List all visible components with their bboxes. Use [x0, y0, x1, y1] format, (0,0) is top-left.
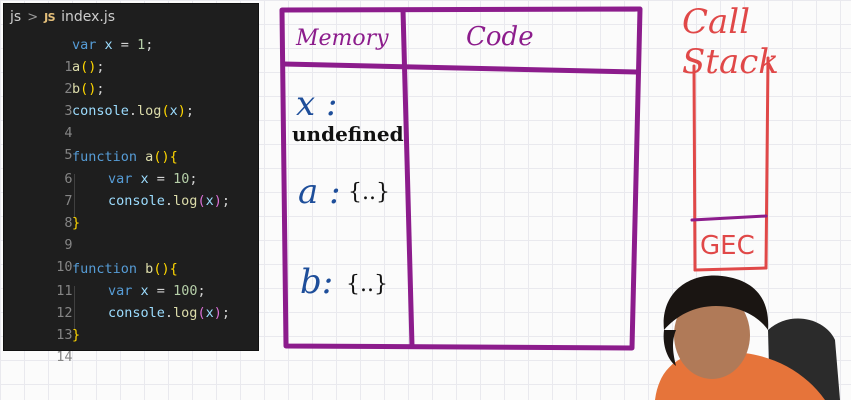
line-number: 3 — [64, 103, 73, 119]
code-text: console.log(x); — [72, 103, 194, 119]
code-line[interactable]: 9 } — [4, 212, 258, 253]
call-stack-title: Call Stack — [682, 2, 779, 82]
code-text: function a(){ — [72, 149, 178, 165]
table-border — [279, 6, 643, 351]
memory-value-x: undefined — [292, 122, 404, 146]
breadcrumb-folder[interactable]: js — [10, 9, 22, 25]
code-text: console.log(x); — [108, 193, 230, 209]
memory-var-x: x : — [296, 84, 338, 124]
line-number: 6 — [64, 171, 73, 187]
line-number: 1 — [64, 59, 73, 75]
execution-context-table — [279, 6, 643, 351]
memory-value-b: {..} — [346, 272, 388, 297]
memory-header: Memory — [296, 26, 389, 51]
line-number: 8 — [64, 215, 73, 231]
code-line[interactable]: 1 var x = 1; — [4, 34, 258, 75]
line-number: 13 — [56, 327, 73, 343]
whiteboard-drawings — [279, 6, 840, 400]
line-number: 12 — [56, 305, 73, 321]
code-text: console.log(x); — [108, 305, 230, 321]
line-number: 10 — [56, 259, 73, 275]
line-number: 5 — [64, 147, 73, 163]
breadcrumb-separator: > — [27, 9, 39, 25]
code-header: Code — [466, 22, 534, 52]
code-text: b(); — [72, 81, 105, 97]
code-text: var x = 10; — [108, 171, 198, 187]
memory-value-a: {..} — [348, 180, 390, 205]
line-number: 11 — [56, 283, 73, 299]
line-number: 4 — [64, 125, 73, 141]
code-line[interactable]: 10 — [4, 234, 258, 275]
code-line[interactable]: 14 } — [4, 324, 258, 365]
call-stack-left-wall — [692, 64, 697, 272]
code-text: } — [72, 215, 81, 231]
code-text: var x = 1; — [72, 37, 154, 53]
breadcrumb-file[interactable]: index.js — [61, 9, 116, 25]
code-line[interactable]: 7 var x = 10; — [4, 168, 258, 209]
code-line[interactable]: 5 — [4, 122, 258, 163]
code-text: var x = 100; — [108, 283, 206, 299]
line-number: 2 — [64, 81, 73, 97]
code-line[interactable]: 3 b(); — [4, 78, 258, 119]
call-stack-diagram — [690, 56, 770, 272]
table-header-divider — [281, 61, 640, 75]
memory-var-b: b: — [300, 262, 334, 302]
js-file-icon: JS — [44, 10, 56, 24]
memory-var-a: a : — [298, 172, 341, 212]
presenter-webcam — [655, 275, 840, 400]
code-line[interactable]: 2 a(); — [4, 56, 258, 97]
line-number: 14 — [56, 349, 73, 365]
breadcrumb: js > JS index.js — [4, 4, 258, 30]
code-line[interactable]: 11 function b(){ — [4, 258, 258, 299]
call-stack-bottom — [693, 266, 768, 272]
code-text: } — [72, 327, 81, 343]
code-line[interactable]: 13 console.log(x); — [4, 302, 258, 343]
code-editor: js > JS index.js 1 var x = 1; 2 a(); 3 b… — [4, 4, 258, 365]
table-column-divider — [400, 7, 415, 349]
code-text: function b(){ — [72, 261, 178, 277]
indent-guide — [74, 286, 75, 330]
code-line[interactable]: 6 function a(){ — [4, 146, 258, 187]
line-number: 7 — [64, 193, 73, 209]
call-stack-frame-divider — [690, 214, 768, 222]
code-text: a(); — [72, 59, 105, 75]
code-line[interactable]: 8 console.log(x); — [4, 190, 258, 231]
call-stack-right-wall — [764, 56, 770, 270]
line-number: 9 — [64, 237, 73, 253]
code-line[interactable]: 4 console.log(x); — [4, 100, 258, 141]
code-line[interactable]: 12 var x = 100; — [4, 280, 258, 321]
indent-guide — [74, 174, 75, 218]
call-stack-gec-frame: GEC — [700, 231, 755, 261]
